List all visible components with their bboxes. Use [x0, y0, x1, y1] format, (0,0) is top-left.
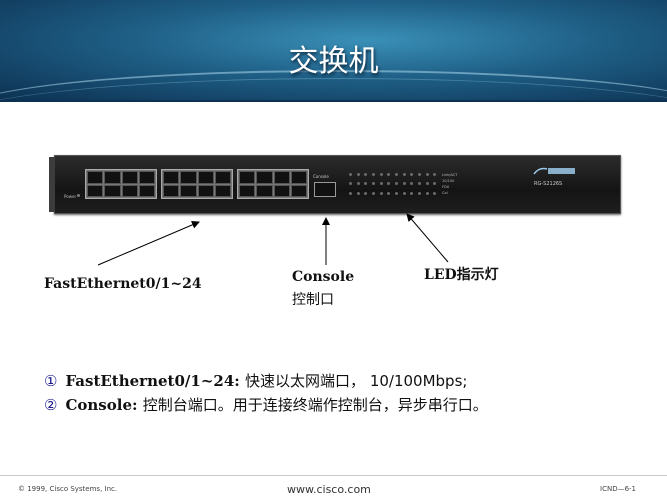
header-swoosh [0, 70, 667, 100]
bullet-marker-2: ② [44, 396, 58, 414]
description-item-2: ② Console: 控制台端口。用于连接终端作控制台，异步串行口。 [44, 394, 488, 415]
footer-url: www.cisco.com [287, 483, 371, 496]
footer-divider [0, 475, 667, 476]
port-block-3 [237, 169, 309, 199]
footer-copyright: © 1999, Cisco Systems, Inc. [18, 485, 118, 493]
slide-header: 交换机 [0, 0, 667, 100]
led-annotation: LED指示灯 [424, 267, 499, 283]
console-annotation: Console [292, 269, 355, 285]
led-indicator-grid [349, 173, 439, 199]
console-annotation-cn: 控制口 [292, 292, 334, 308]
port-block-2 [161, 169, 233, 199]
switch-device-image: Power Console Link/ACT 10/100 FDX Col RG… [49, 155, 621, 214]
console-port [314, 182, 336, 197]
port-block-1 [85, 169, 157, 199]
switch-edge [49, 157, 55, 212]
header-divider [0, 100, 667, 102]
description-text-1: 快速以太网端口， 10/100Mbps; [245, 372, 468, 390]
description-text-2: 控制台端口。用于连接终端作控制台，异步串行口。 [142, 396, 488, 414]
console-port-label: Console [313, 174, 329, 179]
fastethernet-arrow [97, 221, 200, 266]
header-swoosh-2 [0, 78, 667, 100]
description-term-2: Console: [65, 396, 138, 414]
slide-title: 交换机 [288, 44, 379, 79]
led-arrow [406, 213, 449, 263]
bullet-marker-1: ① [44, 372, 58, 390]
fastethernet-annotation: FastEthernet0/1~24 [44, 276, 202, 292]
description-term-1: FastEthernet0/1~24: [65, 372, 240, 390]
led-legend: Link/ACT 10/100 FDX Col [442, 173, 458, 195]
footer-page-number: ICND—6-1 [600, 485, 637, 493]
switch-model-label: RG-S2126S [534, 181, 563, 187]
power-label: Power [64, 194, 77, 199]
brand-logo-icon [533, 167, 575, 175]
power-led [77, 194, 80, 197]
description-item-1: ① FastEthernet0/1~24: 快速以太网端口， 10/100Mbps… [44, 370, 467, 391]
